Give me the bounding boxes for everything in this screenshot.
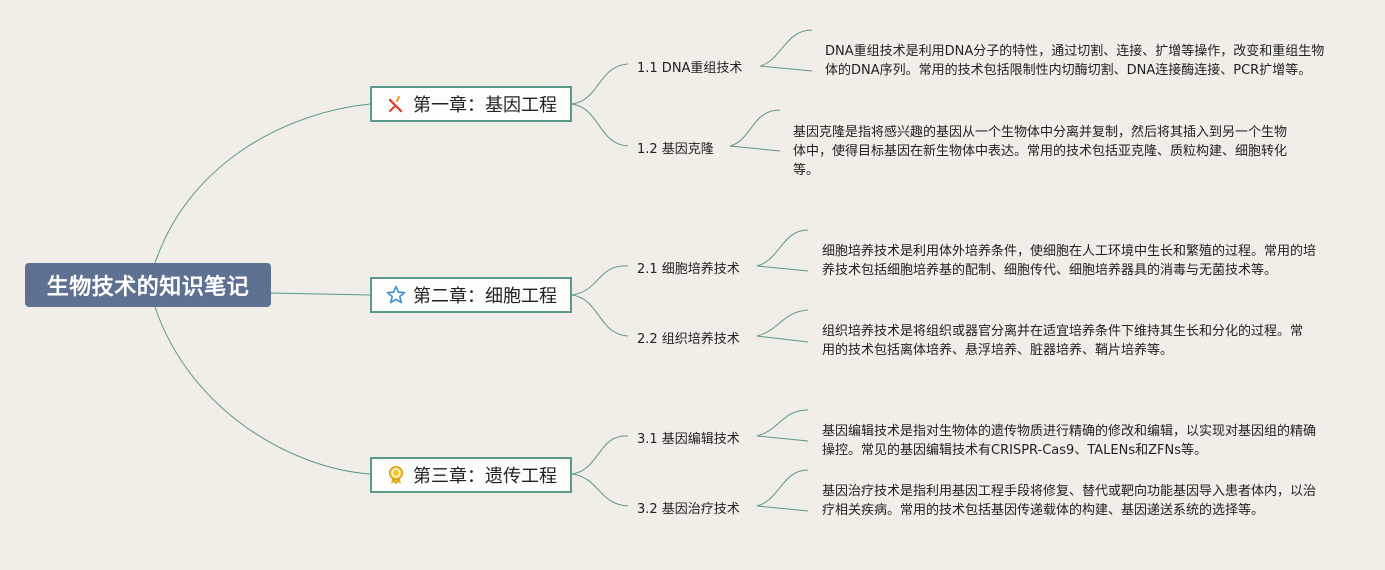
section-1-2-label: 1.2 基因克隆 <box>637 142 714 157</box>
section-3-1[interactable]: 3.1 基因编辑技术 <box>637 428 740 447</box>
section-2-1[interactable]: 2.1 细胞培养技术 <box>637 258 740 277</box>
connector-s12-note <box>729 109 781 147</box>
section-3-1-label: 3.1 基因编辑技术 <box>637 432 740 447</box>
section-1-1[interactable]: 1.1 DNA重组技术 <box>637 57 742 76</box>
note-3-1[interactable]: 基因编辑技术是指对生物体的遗传物质进行精确的修改和编辑，以实现对基因组的精确操控… <box>822 422 1320 460</box>
connector-s21-note-b <box>756 265 809 272</box>
connector-s31-note-b <box>756 435 809 442</box>
connector-root-ch1 <box>154 103 371 264</box>
connector-s12-note-b <box>729 145 781 152</box>
connector-ch1-s1 <box>571 63 629 105</box>
chapter-2-label: 第二章：细胞工程 <box>413 286 557 307</box>
chapter-1-topic[interactable]: 第一章：基因工程 <box>370 86 572 122</box>
chapter-1-label: 第一章：基因工程 <box>413 95 557 116</box>
tools-icon <box>385 93 407 115</box>
root-topic[interactable]: 生物技术的知识笔记 <box>25 263 271 307</box>
note-2-1[interactable]: 细胞培养技术是利用体外培养条件，使细胞在人工环境中生长和繁殖的过程。常用的培养技… <box>822 242 1320 280</box>
note-3-2[interactable]: 基因治疗技术是指利用基因工程手段将修复、替代或靶向功能基因导入患者体内，以治疗相… <box>822 482 1316 520</box>
connector-ch1-s2 <box>571 103 629 147</box>
connector-s31-note <box>756 409 809 437</box>
note-2-1-text: 细胞培养技术是利用体外培养条件，使细胞在人工环境中生长和繁殖的过程。常用的培养技… <box>822 244 1317 278</box>
section-2-1-label: 2.1 细胞培养技术 <box>637 262 740 277</box>
note-1-2-text: 基因克隆是指将感兴趣的基因从一个生物体中分离并复制，然后将其插入到另一个生物体中… <box>793 125 1288 178</box>
section-2-2[interactable]: 2.2 组织培养技术 <box>637 328 740 347</box>
connector-ch2-s1 <box>571 265 629 296</box>
connector-s21-note <box>756 229 809 267</box>
connector-s22-note-b <box>756 335 809 343</box>
star-icon <box>385 284 407 306</box>
chapter-3-label: 第三章：遗传工程 <box>413 466 557 487</box>
connector-root-ch3 <box>154 306 371 475</box>
root-title: 生物技术的知识笔记 <box>46 275 250 300</box>
award-icon <box>385 464 407 486</box>
note-3-1-text: 基因编辑技术是指对生物体的遗传物质进行精确的修改和编辑，以实现对基因组的精确操控… <box>822 424 1317 458</box>
note-1-2[interactable]: 基因克隆是指将感兴趣的基因从一个生物体中分离并复制，然后将其插入到另一个生物体中… <box>793 123 1291 180</box>
connector-s11-note <box>759 29 813 67</box>
note-2-2-text: 组织培养技术是将组织或器官分离并在适宜培养条件下维持其生长和分化的过程。常用的技… <box>822 324 1304 358</box>
connector-ch3-s1 <box>571 435 629 475</box>
connector-ch3-s2 <box>571 473 629 507</box>
connector-root-ch2 <box>270 292 371 296</box>
section-3-2-label: 3.2 基因治疗技术 <box>637 502 740 517</box>
connector-ch2-s2 <box>571 294 629 337</box>
section-1-2[interactable]: 1.2 基因克隆 <box>637 138 714 157</box>
note-3-2-text: 基因治疗技术是指利用基因工程手段将修复、替代或靶向功能基因导入患者体内，以治疗相… <box>822 484 1317 518</box>
connector-s32-note-b <box>756 505 809 512</box>
section-1-1-label: 1.1 DNA重组技术 <box>637 61 743 76</box>
note-1-1-text: DNA重组技术是利用DNA分子的特性，通过切割、连接、扩增等操作，改变和重组生物… <box>825 44 1325 78</box>
note-1-1[interactable]: DNA重组技术是利用DNA分子的特性，通过切割、连接、扩增等操作，改变和重组生物… <box>825 42 1325 80</box>
note-2-2[interactable]: 组织培养技术是将组织或器官分离并在适宜培养条件下维持其生长和分化的过程。常用的技… <box>822 322 1312 360</box>
connector-s22-note <box>756 309 809 337</box>
connector-s32-note <box>756 469 809 507</box>
connector-s11-note-b <box>759 65 813 72</box>
section-3-2[interactable]: 3.2 基因治疗技术 <box>637 498 740 517</box>
chapter-3-topic[interactable]: 第三章：遗传工程 <box>370 457 572 493</box>
chapter-2-topic[interactable]: 第二章：细胞工程 <box>370 277 572 313</box>
section-2-2-label: 2.2 组织培养技术 <box>637 332 740 347</box>
